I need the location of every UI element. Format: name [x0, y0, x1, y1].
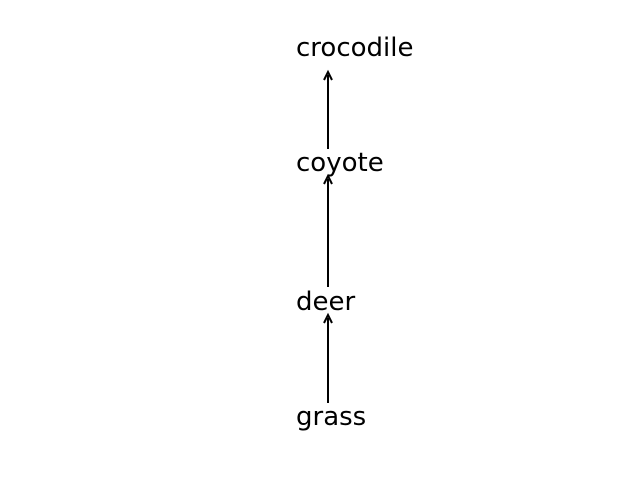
arrowhead — [323, 173, 333, 185]
arrow-coyote-to-crocodile — [323, 69, 333, 149]
node-deer: deer — [296, 287, 356, 317]
node-grass: grass — [296, 402, 367, 432]
arrow-grass-to-deer — [323, 312, 333, 403]
arrowhead — [323, 312, 333, 324]
node-coyote: coyote — [296, 148, 384, 178]
arrowhead — [323, 69, 333, 81]
arrow-deer-to-coyote — [323, 173, 333, 287]
node-crocodile: crocodile — [296, 33, 414, 63]
